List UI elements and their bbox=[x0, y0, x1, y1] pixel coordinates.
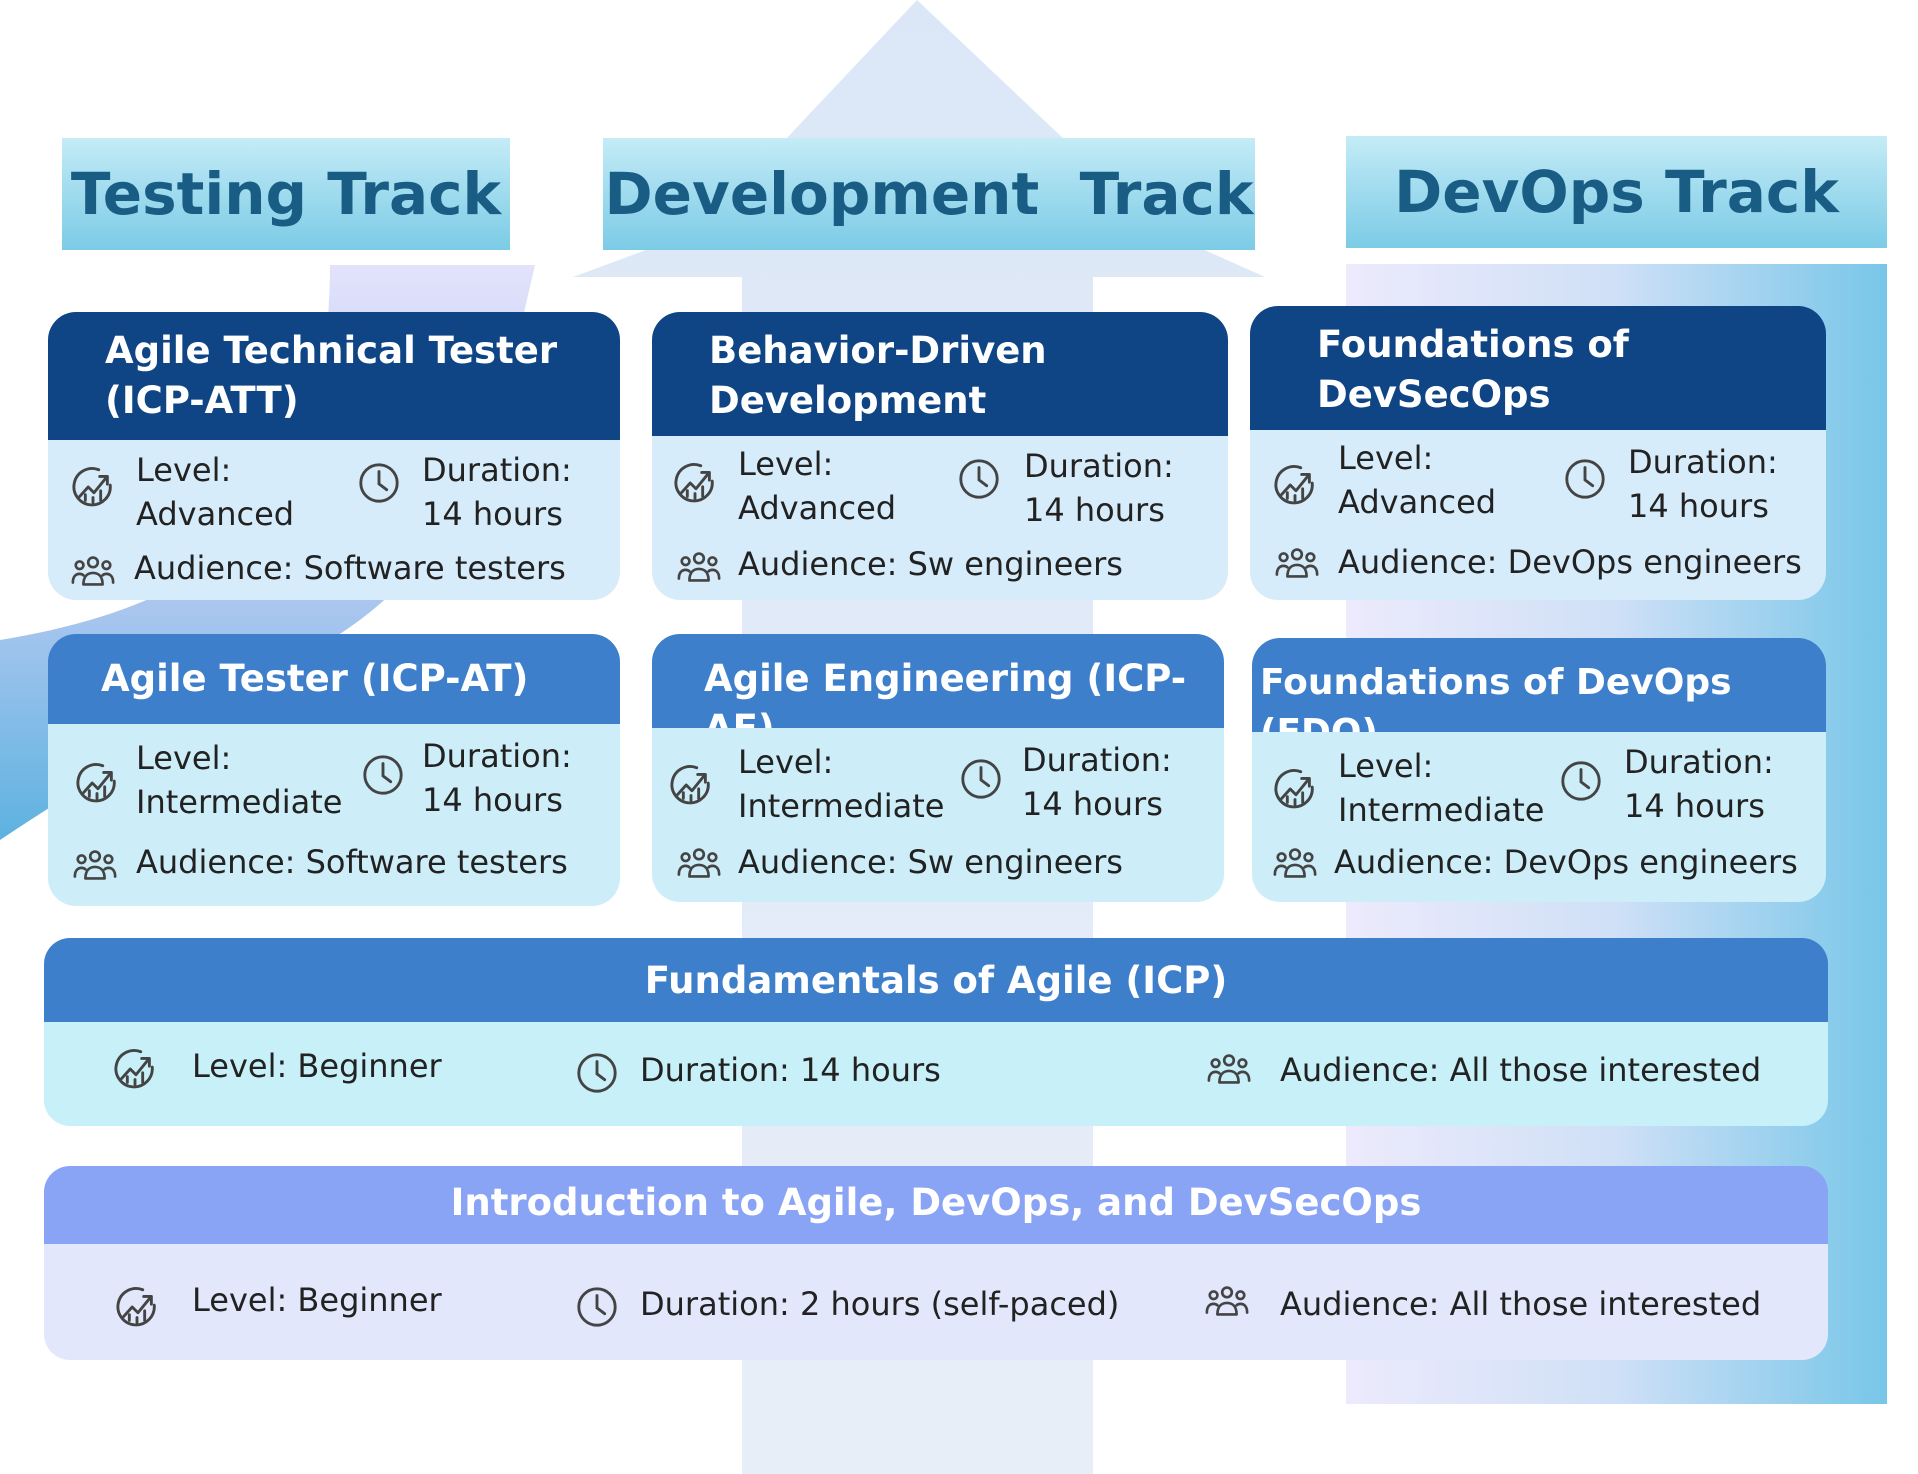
growth-chart-icon bbox=[668, 762, 714, 808]
duration-value: 14 hours bbox=[1628, 487, 1769, 525]
clock-icon bbox=[356, 460, 402, 506]
course-details: Level: Beginner Duration: 2 hours (self-… bbox=[44, 1244, 1828, 1360]
growth-chart-icon bbox=[112, 1046, 158, 1092]
clock-icon bbox=[574, 1284, 620, 1330]
course-details: Level: Advanced Duration: 14 hours Audie… bbox=[652, 436, 1228, 600]
clock-icon bbox=[1558, 758, 1604, 804]
course-card-at: Agile Tester (ICP-AT) Level: Intermediat… bbox=[48, 634, 620, 906]
course-title: Agile Tester (ICP-AT) bbox=[48, 634, 620, 724]
track-header-devops: DevOps Track bbox=[1346, 136, 1887, 248]
level-label: Level: bbox=[1338, 747, 1434, 785]
course-title: Introduction to Agile, DevOps, and DevSe… bbox=[44, 1166, 1828, 1244]
people-group-icon bbox=[676, 840, 722, 886]
growth-chart-icon bbox=[70, 464, 116, 510]
course-details: Level: Intermediate Duration: 14 hours A… bbox=[652, 728, 1224, 902]
course-title: Behavior-Driven Development bbox=[652, 312, 1228, 436]
duration-value: 14 hours bbox=[422, 495, 563, 533]
growth-chart-icon bbox=[1272, 766, 1318, 812]
level-label: Level: bbox=[738, 445, 834, 483]
people-group-icon bbox=[70, 548, 116, 594]
track-title: Development Track bbox=[604, 160, 1254, 228]
audience-text: Audience: Sw engineers bbox=[738, 545, 1123, 583]
clock-icon bbox=[360, 752, 406, 798]
course-title-line: Foundations of bbox=[1317, 323, 1629, 366]
level-label: Level: bbox=[738, 743, 834, 781]
clock-icon bbox=[956, 456, 1002, 502]
level-text: Level: Beginner bbox=[192, 1281, 442, 1319]
level-value: Intermediate bbox=[738, 787, 945, 825]
track-title: Testing Track bbox=[70, 160, 502, 228]
course-details: Level: Advanced Duration: 14 hours Audie… bbox=[48, 440, 620, 600]
course-card-fdo: Foundations of DevOps (FDO) Level: Inter… bbox=[1252, 638, 1826, 902]
track-header-development: Development Track bbox=[603, 138, 1255, 250]
course-details: Level: Beginner Duration: 14 hours Audie… bbox=[44, 1022, 1828, 1126]
duration-text: Duration: 14 hours bbox=[640, 1051, 941, 1089]
level-label: Level: bbox=[136, 451, 232, 489]
track-header-testing: Testing Track bbox=[62, 138, 510, 250]
course-details: Level: Advanced Duration: 14 hours Audie… bbox=[1250, 430, 1826, 600]
audience-text: Audience: All those interested bbox=[1280, 1051, 1762, 1089]
level-label: Level: bbox=[1338, 439, 1434, 477]
growth-chart-icon bbox=[74, 760, 120, 806]
people-group-icon bbox=[676, 544, 722, 590]
course-card-att: Agile Technical Tester (ICP-ATT) Level: … bbox=[48, 312, 620, 600]
course-title: Agile Technical Tester (ICP-ATT) bbox=[48, 312, 620, 440]
course-title-line: Agile Tester (ICP-AT) bbox=[101, 657, 529, 700]
duration-label: Duration: bbox=[1022, 741, 1172, 779]
course-title-line: (ICP-ATT) bbox=[105, 379, 299, 422]
course-title-line: DevSecOps bbox=[1317, 373, 1551, 416]
duration-label: Duration: bbox=[1624, 743, 1774, 781]
level-value: Advanced bbox=[1338, 483, 1497, 521]
audience-text: Audience: Software testers bbox=[134, 549, 566, 587]
course-bar-intro: Introduction to Agile, DevOps, and DevSe… bbox=[44, 1166, 1828, 1360]
duration-value: 14 hours bbox=[1024, 491, 1165, 529]
growth-chart-icon bbox=[1272, 462, 1318, 508]
course-bar-fundamentals: Fundamentals of Agile (ICP) Level: Begin… bbox=[44, 938, 1828, 1126]
audience-text: Audience: All those interested bbox=[1280, 1285, 1762, 1323]
course-title: Foundations of DevSecOps bbox=[1250, 306, 1826, 430]
clock-icon bbox=[574, 1050, 620, 1096]
duration-text: Duration: 2 hours (self-paced) bbox=[640, 1285, 1120, 1323]
duration-value: 14 hours bbox=[1624, 787, 1765, 825]
level-value: Advanced bbox=[738, 489, 897, 527]
duration-label: Duration: bbox=[422, 737, 572, 775]
course-title: Agile Engineering (ICP-AE) bbox=[652, 634, 1224, 750]
level-value: Advanced bbox=[136, 495, 295, 533]
audience-text: Audience: DevOps engineers bbox=[1338, 543, 1802, 581]
duration-label: Duration: bbox=[1024, 447, 1174, 485]
course-title-line: Development bbox=[709, 379, 987, 422]
audience-text: Audience: DevOps engineers bbox=[1334, 843, 1798, 881]
people-group-icon bbox=[72, 842, 118, 888]
course-title-line: Agile Technical Tester bbox=[105, 329, 558, 372]
audience-text: Audience: Sw engineers bbox=[738, 843, 1123, 881]
course-card-ae: Agile Engineering (ICP-AE) Level: Interm… bbox=[652, 634, 1224, 902]
growth-chart-icon bbox=[672, 460, 718, 506]
duration-label: Duration: bbox=[422, 451, 572, 489]
duration-label: Duration: bbox=[1628, 443, 1778, 481]
level-value: Intermediate bbox=[136, 783, 343, 821]
track-title: DevOps Track bbox=[1394, 158, 1839, 226]
level-label: Level: bbox=[136, 739, 232, 777]
people-group-icon bbox=[1206, 1046, 1252, 1092]
course-title: Foundations of DevOps (FDO) bbox=[1252, 638, 1826, 753]
course-details: Level: Intermediate Duration: 14 hours A… bbox=[48, 724, 620, 906]
clock-icon bbox=[1562, 456, 1608, 502]
audience-text: Audience: Software testers bbox=[136, 843, 568, 881]
course-card-bdd: Behavior-Driven Development Level: Advan… bbox=[652, 312, 1228, 600]
course-title: Fundamentals of Agile (ICP) bbox=[44, 938, 1828, 1022]
level-text: Level: Beginner bbox=[192, 1047, 442, 1085]
course-card-devsecops: Foundations of DevSecOps Level: Advanced… bbox=[1250, 306, 1826, 600]
course-details: Level: Intermediate Duration: 14 hours A… bbox=[1252, 732, 1826, 902]
level-value: Intermediate bbox=[1338, 791, 1545, 829]
people-group-icon bbox=[1204, 1278, 1250, 1324]
people-group-icon bbox=[1274, 540, 1320, 586]
duration-value: 14 hours bbox=[422, 781, 563, 819]
course-title-line: Behavior-Driven bbox=[709, 329, 1047, 372]
clock-icon bbox=[958, 756, 1004, 802]
growth-chart-icon bbox=[114, 1284, 160, 1330]
people-group-icon bbox=[1272, 840, 1318, 886]
duration-value: 14 hours bbox=[1022, 785, 1163, 823]
